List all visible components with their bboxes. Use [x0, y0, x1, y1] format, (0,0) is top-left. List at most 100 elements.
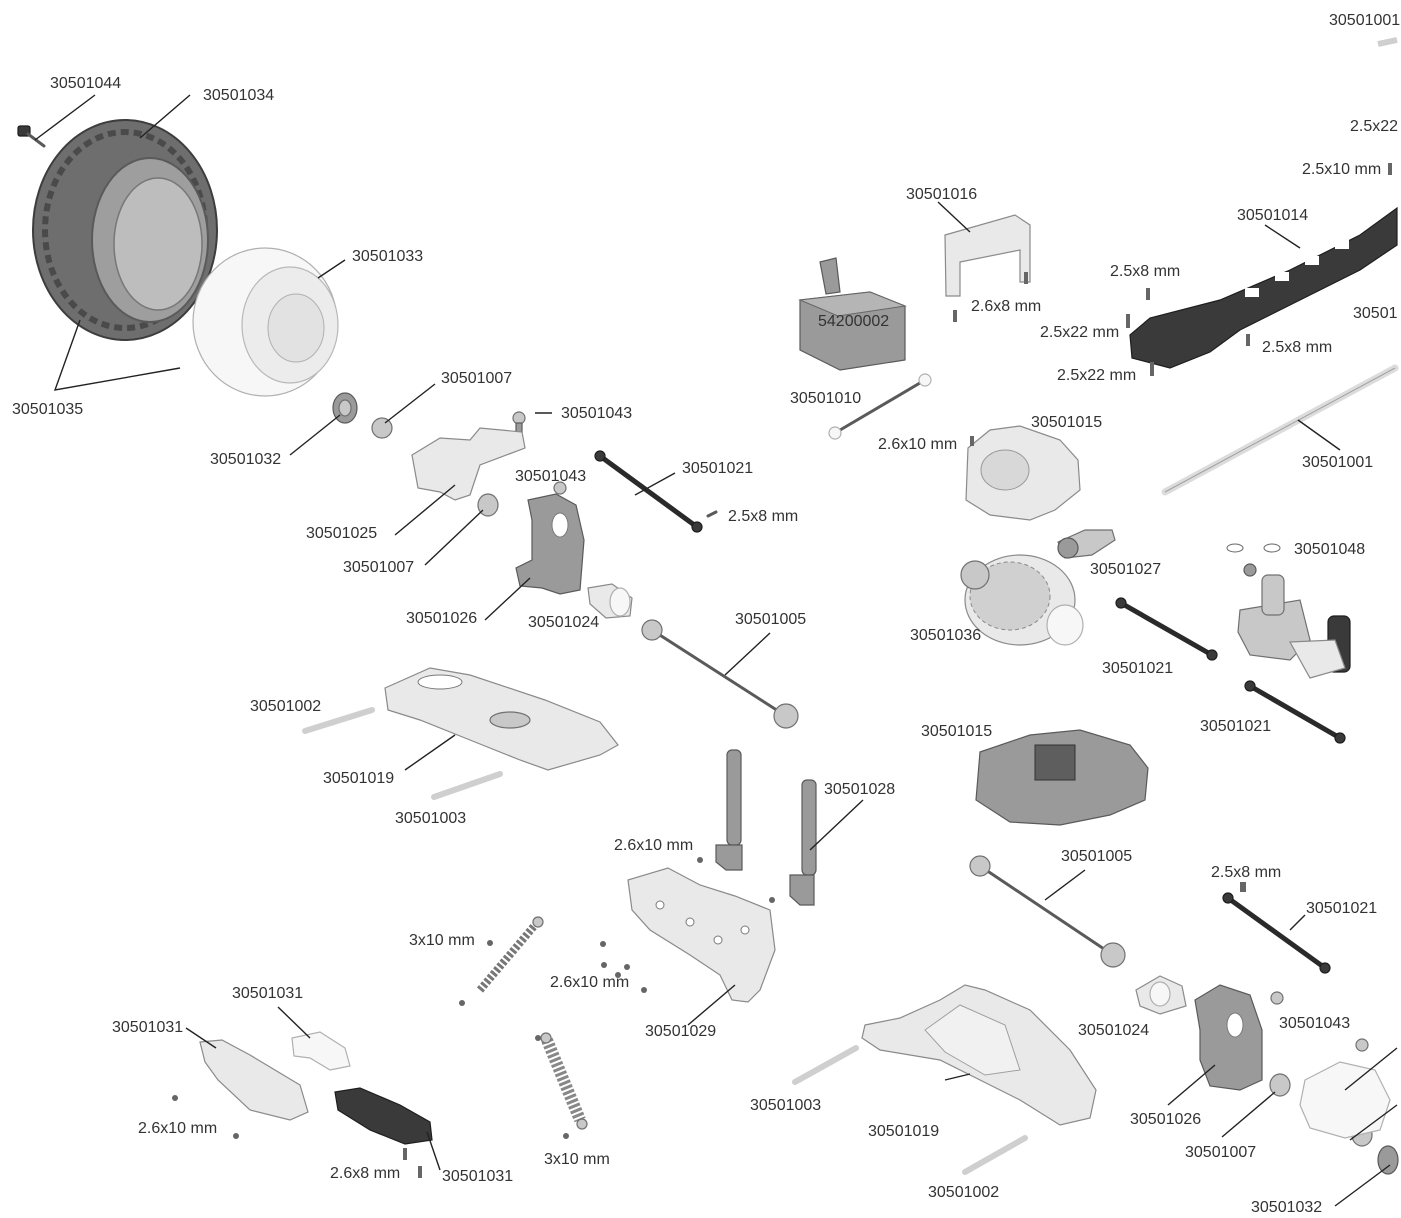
servo-link-part — [828, 373, 932, 440]
shock-tower-part — [627, 867, 776, 1003]
part-label: 3x10 mm — [544, 1151, 610, 1168]
part-label: 2.5x22 mm — [1057, 367, 1136, 384]
part-label: 30501007 — [1185, 1144, 1256, 1161]
skid-plate-part — [334, 1087, 433, 1145]
upper-deck-part — [1129, 206, 1398, 369]
dogbone-part — [969, 855, 1126, 968]
part-label: 2.5x8 mm — [1262, 339, 1332, 356]
turnbuckle-link-part — [597, 453, 700, 530]
differential-part — [960, 554, 1084, 646]
bumper-part — [199, 1039, 309, 1121]
part-label: 30501024 — [528, 614, 599, 631]
part-label: 30501003 — [395, 810, 466, 827]
part-label: 30501002 — [928, 1184, 999, 1201]
part-label: 30501016 — [906, 186, 977, 203]
part-label: 30501001 — [1329, 12, 1400, 29]
part-label: 2.6x10 mm — [550, 974, 629, 991]
part-label: 2.6x10 mm — [614, 837, 693, 854]
hub-carrier-part — [1194, 984, 1263, 1091]
part-label: 2.6x10 mm — [878, 436, 957, 453]
drive-axle-part — [587, 583, 633, 619]
part-label: 30501021 — [1102, 660, 1173, 677]
part-label: 30501044 — [50, 75, 121, 92]
part-label: 30501031 — [442, 1168, 513, 1185]
wheel-rim-part — [192, 247, 339, 397]
hex-hub-part — [1377, 1145, 1399, 1175]
part-label: 3x10 mm — [409, 932, 475, 949]
part-label: 30501005 — [735, 611, 806, 628]
part-label: 30501031 — [112, 1019, 183, 1036]
part-label: 2.6x10 mm — [138, 1120, 217, 1137]
part-label: 30501007 — [343, 559, 414, 576]
turnbuckle-link-part — [1225, 895, 1328, 971]
shock-post-part — [789, 779, 817, 906]
part-label: 30501043 — [1279, 1015, 1350, 1032]
tire-part — [32, 119, 218, 341]
drive-axle-part — [1135, 975, 1187, 1015]
hinge-pin-part — [792, 1045, 859, 1085]
part-label: 30501024 — [1078, 1022, 1149, 1039]
part-label: 30501036 — [910, 627, 981, 644]
steering-knuckle-part — [1299, 1061, 1391, 1139]
shock-absorber-part — [540, 1032, 588, 1130]
part-label: 2.5x8 mm — [728, 508, 798, 525]
part-label: 30501043 — [561, 405, 632, 422]
bumper-brace-part — [291, 1031, 351, 1071]
part-label: 30501043 — [515, 468, 586, 485]
part-label: 30501048 — [1294, 541, 1365, 558]
part-label: 30501021 — [1306, 900, 1377, 917]
receiver-part — [798, 257, 907, 371]
hinge-pin-part — [431, 771, 503, 800]
shock-absorber-part — [476, 916, 544, 993]
part-label: 2.5x22 — [1350, 118, 1398, 135]
part-label: 30501035 — [12, 401, 83, 418]
part-label: 2.6x8 mm — [330, 1165, 400, 1182]
part-label: 30501015 — [921, 723, 992, 740]
hub-carrier-part — [515, 493, 585, 595]
part-label: 30501019 — [323, 770, 394, 787]
part-label: 54200002 — [818, 313, 889, 330]
turnbuckle-link-part — [1118, 600, 1215, 658]
servo-mount-part — [944, 214, 1031, 297]
part-label: 30501031 — [232, 985, 303, 1002]
hinge-pin-part — [302, 707, 375, 734]
turnbuckle-link-part — [1247, 683, 1343, 741]
part-label: 30501 — [1353, 305, 1398, 322]
part-label: 30501014 — [1237, 207, 1308, 224]
part-label: 30501019 — [868, 1123, 939, 1140]
part-label: 30501032 — [1251, 1199, 1322, 1216]
part-label: 30501026 — [406, 610, 477, 627]
steering-knuckle-part — [411, 427, 526, 501]
part-label: 30501034 — [203, 87, 274, 104]
bearing-part — [1269, 1073, 1291, 1097]
servo-saver-part — [1226, 543, 1351, 679]
part-label: 30501015 — [1031, 414, 1102, 431]
part-label: 30501032 — [210, 451, 281, 468]
hinge-pin-part — [962, 1135, 1028, 1175]
part-label: 2.6x8 mm — [971, 298, 1041, 315]
part-label: 2.5x10 mm — [1302, 161, 1381, 178]
leader-lines — [34, 94, 1398, 1207]
part-label: 30501025 — [306, 525, 377, 542]
part-label: 30501010 — [790, 390, 861, 407]
part-label: 30501005 — [1061, 848, 1132, 865]
part-label: 30501007 — [441, 370, 512, 387]
dogbone-part — [641, 619, 799, 729]
part-label: 30501029 — [645, 1023, 716, 1040]
part-label: 30501001 — [1302, 454, 1373, 471]
bearing-part — [371, 417, 393, 439]
part-label: 2.5x22 mm — [1040, 324, 1119, 341]
part-label: 30501027 — [1090, 561, 1161, 578]
pivot-ball-part — [553, 481, 567, 495]
part-label: 30501021 — [1200, 718, 1271, 735]
part-label: 2.5x8 mm — [1110, 263, 1180, 280]
part-label: 30501026 — [1130, 1111, 1201, 1128]
part-label: 2.5x8 mm — [1211, 864, 1281, 881]
screws-group — [172, 163, 1392, 1178]
pivot-ball-part — [1270, 991, 1369, 1052]
shock-post-part — [715, 749, 743, 871]
pinion-gear-part — [1057, 529, 1116, 559]
part-label: 30501002 — [250, 698, 321, 715]
part-label: 30501028 — [824, 781, 895, 798]
